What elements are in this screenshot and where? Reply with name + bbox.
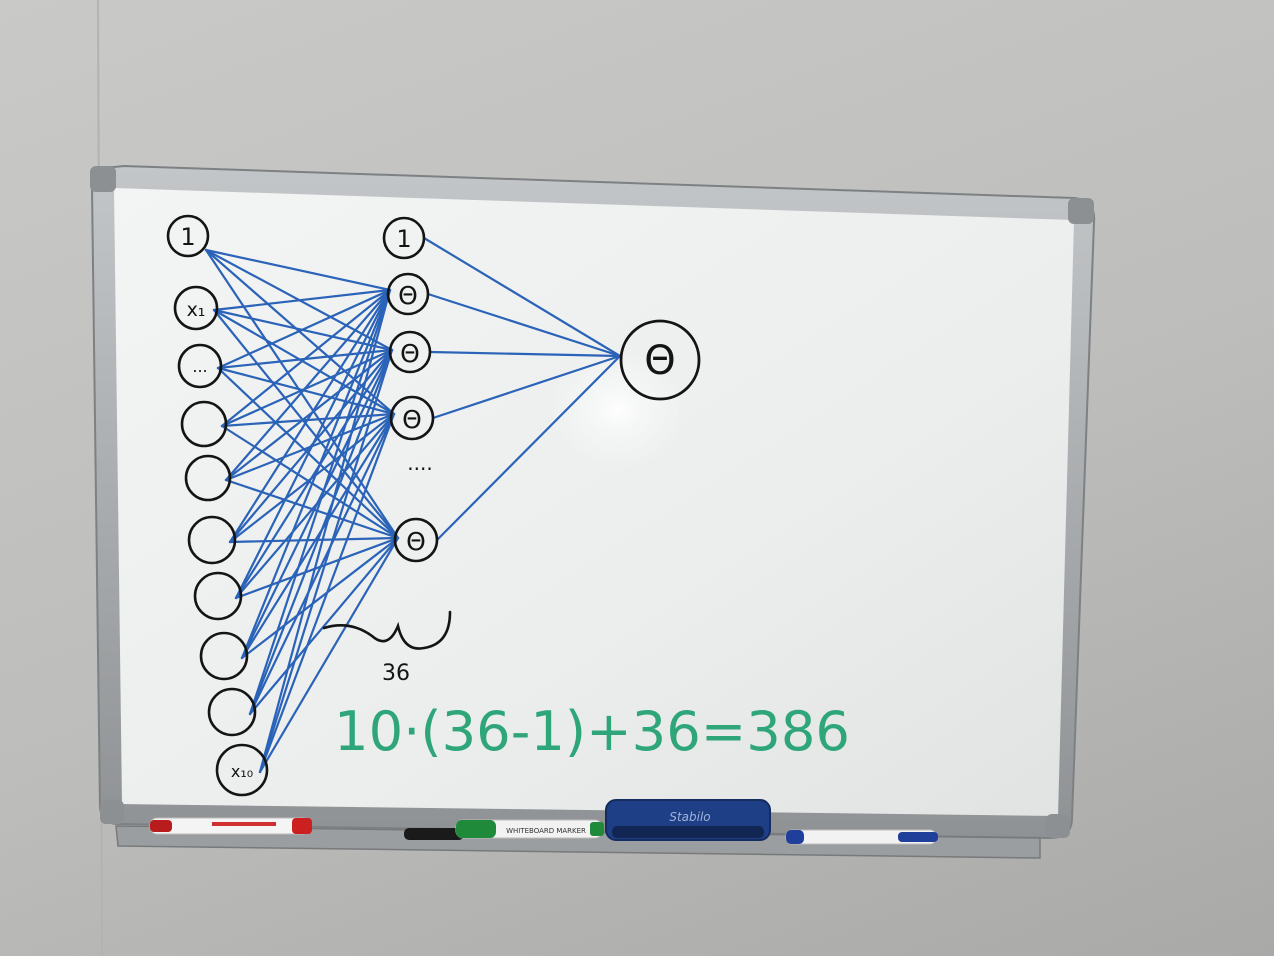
input-label-bias: 1 [180,223,195,251]
connection-line [248,348,394,716]
connection-line [258,348,394,774]
connection-line [426,292,622,358]
input-node [193,571,243,621]
input-label-x10: x₁₀ [231,762,253,781]
connection-line [422,236,622,358]
input-node [173,285,219,331]
connection-line [234,536,400,600]
output-node [619,319,701,401]
hidden-label-theta: Θ [402,405,422,434]
hidden-node [389,395,435,441]
eraser: Stabilo [605,799,771,841]
connection-line [228,536,400,544]
input-node [207,687,257,737]
input-node [166,214,210,258]
connection-line [240,288,392,660]
green-marker: WHITEBOARD MARKER [455,819,604,839]
hidden-node [382,216,426,260]
connection-line [248,536,400,716]
connection-line [240,348,394,660]
input-layer [166,214,269,797]
eraser-brand: Stabilo [669,810,710,824]
input-node [184,454,232,502]
black-marker [404,828,464,840]
connection-line [248,412,396,716]
hidden-label-theta: Θ [398,281,418,310]
hidden-output-connections [422,236,622,542]
hidden-label-bias: 1 [396,225,411,253]
frame-corner [100,800,124,824]
connection-line [224,348,394,482]
input-node [177,343,223,389]
output-label-theta: Θ [644,338,675,384]
marker-label: WHITEBOARD MARKER [506,827,586,835]
connection-line [435,354,622,542]
input-label-x1: x₁ [187,299,206,321]
frame-corner [1046,814,1070,838]
brace-label: 36 [382,661,410,686]
connection-line [428,350,622,358]
input-label-ellipsis: ... [192,357,207,376]
red-marker [149,817,312,835]
connection-line [240,412,396,660]
connection-line [234,288,392,600]
connection-line [220,348,394,428]
connection-line [224,288,392,482]
input-node [187,515,237,565]
frame-corner [1068,198,1094,224]
connection-line [234,348,394,600]
connection-line [216,288,392,370]
connection-line [258,288,392,774]
frame-corner [90,166,116,192]
hidden-layer [382,216,439,563]
curly-brace [322,610,452,650]
equation-text: 10·(36-1)+36=386 [334,700,850,763]
input-node [215,743,269,797]
connection-line [258,412,396,774]
connection-line [258,536,400,774]
hidden-node [388,330,432,374]
connection-line [248,288,392,716]
hidden-label-theta: Θ [400,339,420,368]
flash-glare [548,350,688,470]
hidden-node [386,272,430,316]
connection-line [212,308,396,416]
input-node [180,400,228,448]
connection-line [240,536,400,660]
hidden-node [393,517,439,563]
connection-line [431,354,622,420]
input-node [199,631,249,681]
input-hidden-connections [204,248,400,774]
connection-line [228,288,392,544]
blue-marker [785,829,938,845]
connection-line [220,288,392,428]
connection-line [204,248,392,292]
hidden-ellipsis: .... [407,451,432,475]
connection-line [212,288,392,312]
hidden-label-theta: Θ [406,527,426,556]
